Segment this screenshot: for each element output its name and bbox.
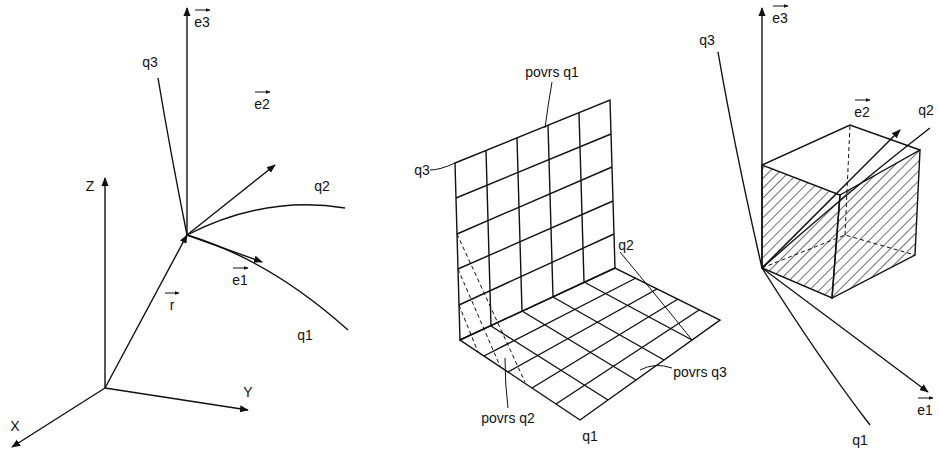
axis-label: q2 [918, 102, 934, 118]
axis-label: X [10, 418, 19, 434]
axis-label: povrs q2 [481, 410, 535, 426]
axis-label: e2 [854, 104, 870, 120]
axis-label: e1 [917, 402, 933, 418]
axis-label: e2 [254, 96, 270, 112]
axis-label: e1 [232, 272, 248, 288]
axis-label: Z [86, 178, 95, 194]
axis-label: Y [243, 384, 252, 400]
axis-label: e3 [772, 10, 788, 26]
axis-label: q3 [142, 54, 158, 70]
axis-label: q3 [414, 162, 430, 178]
axis-label: q1 [582, 428, 598, 444]
axis-label: q1 [297, 327, 313, 343]
axis-label: q3 [699, 32, 715, 48]
axis-label: povrs q1 [525, 64, 579, 80]
axis-label: q1 [852, 432, 868, 448]
axis-label: r [170, 297, 175, 313]
axis-label: q2 [314, 178, 330, 194]
axis-label: povrs q3 [673, 364, 727, 380]
axis-label: q2 [618, 237, 634, 253]
axis-label: e3 [194, 14, 210, 30]
